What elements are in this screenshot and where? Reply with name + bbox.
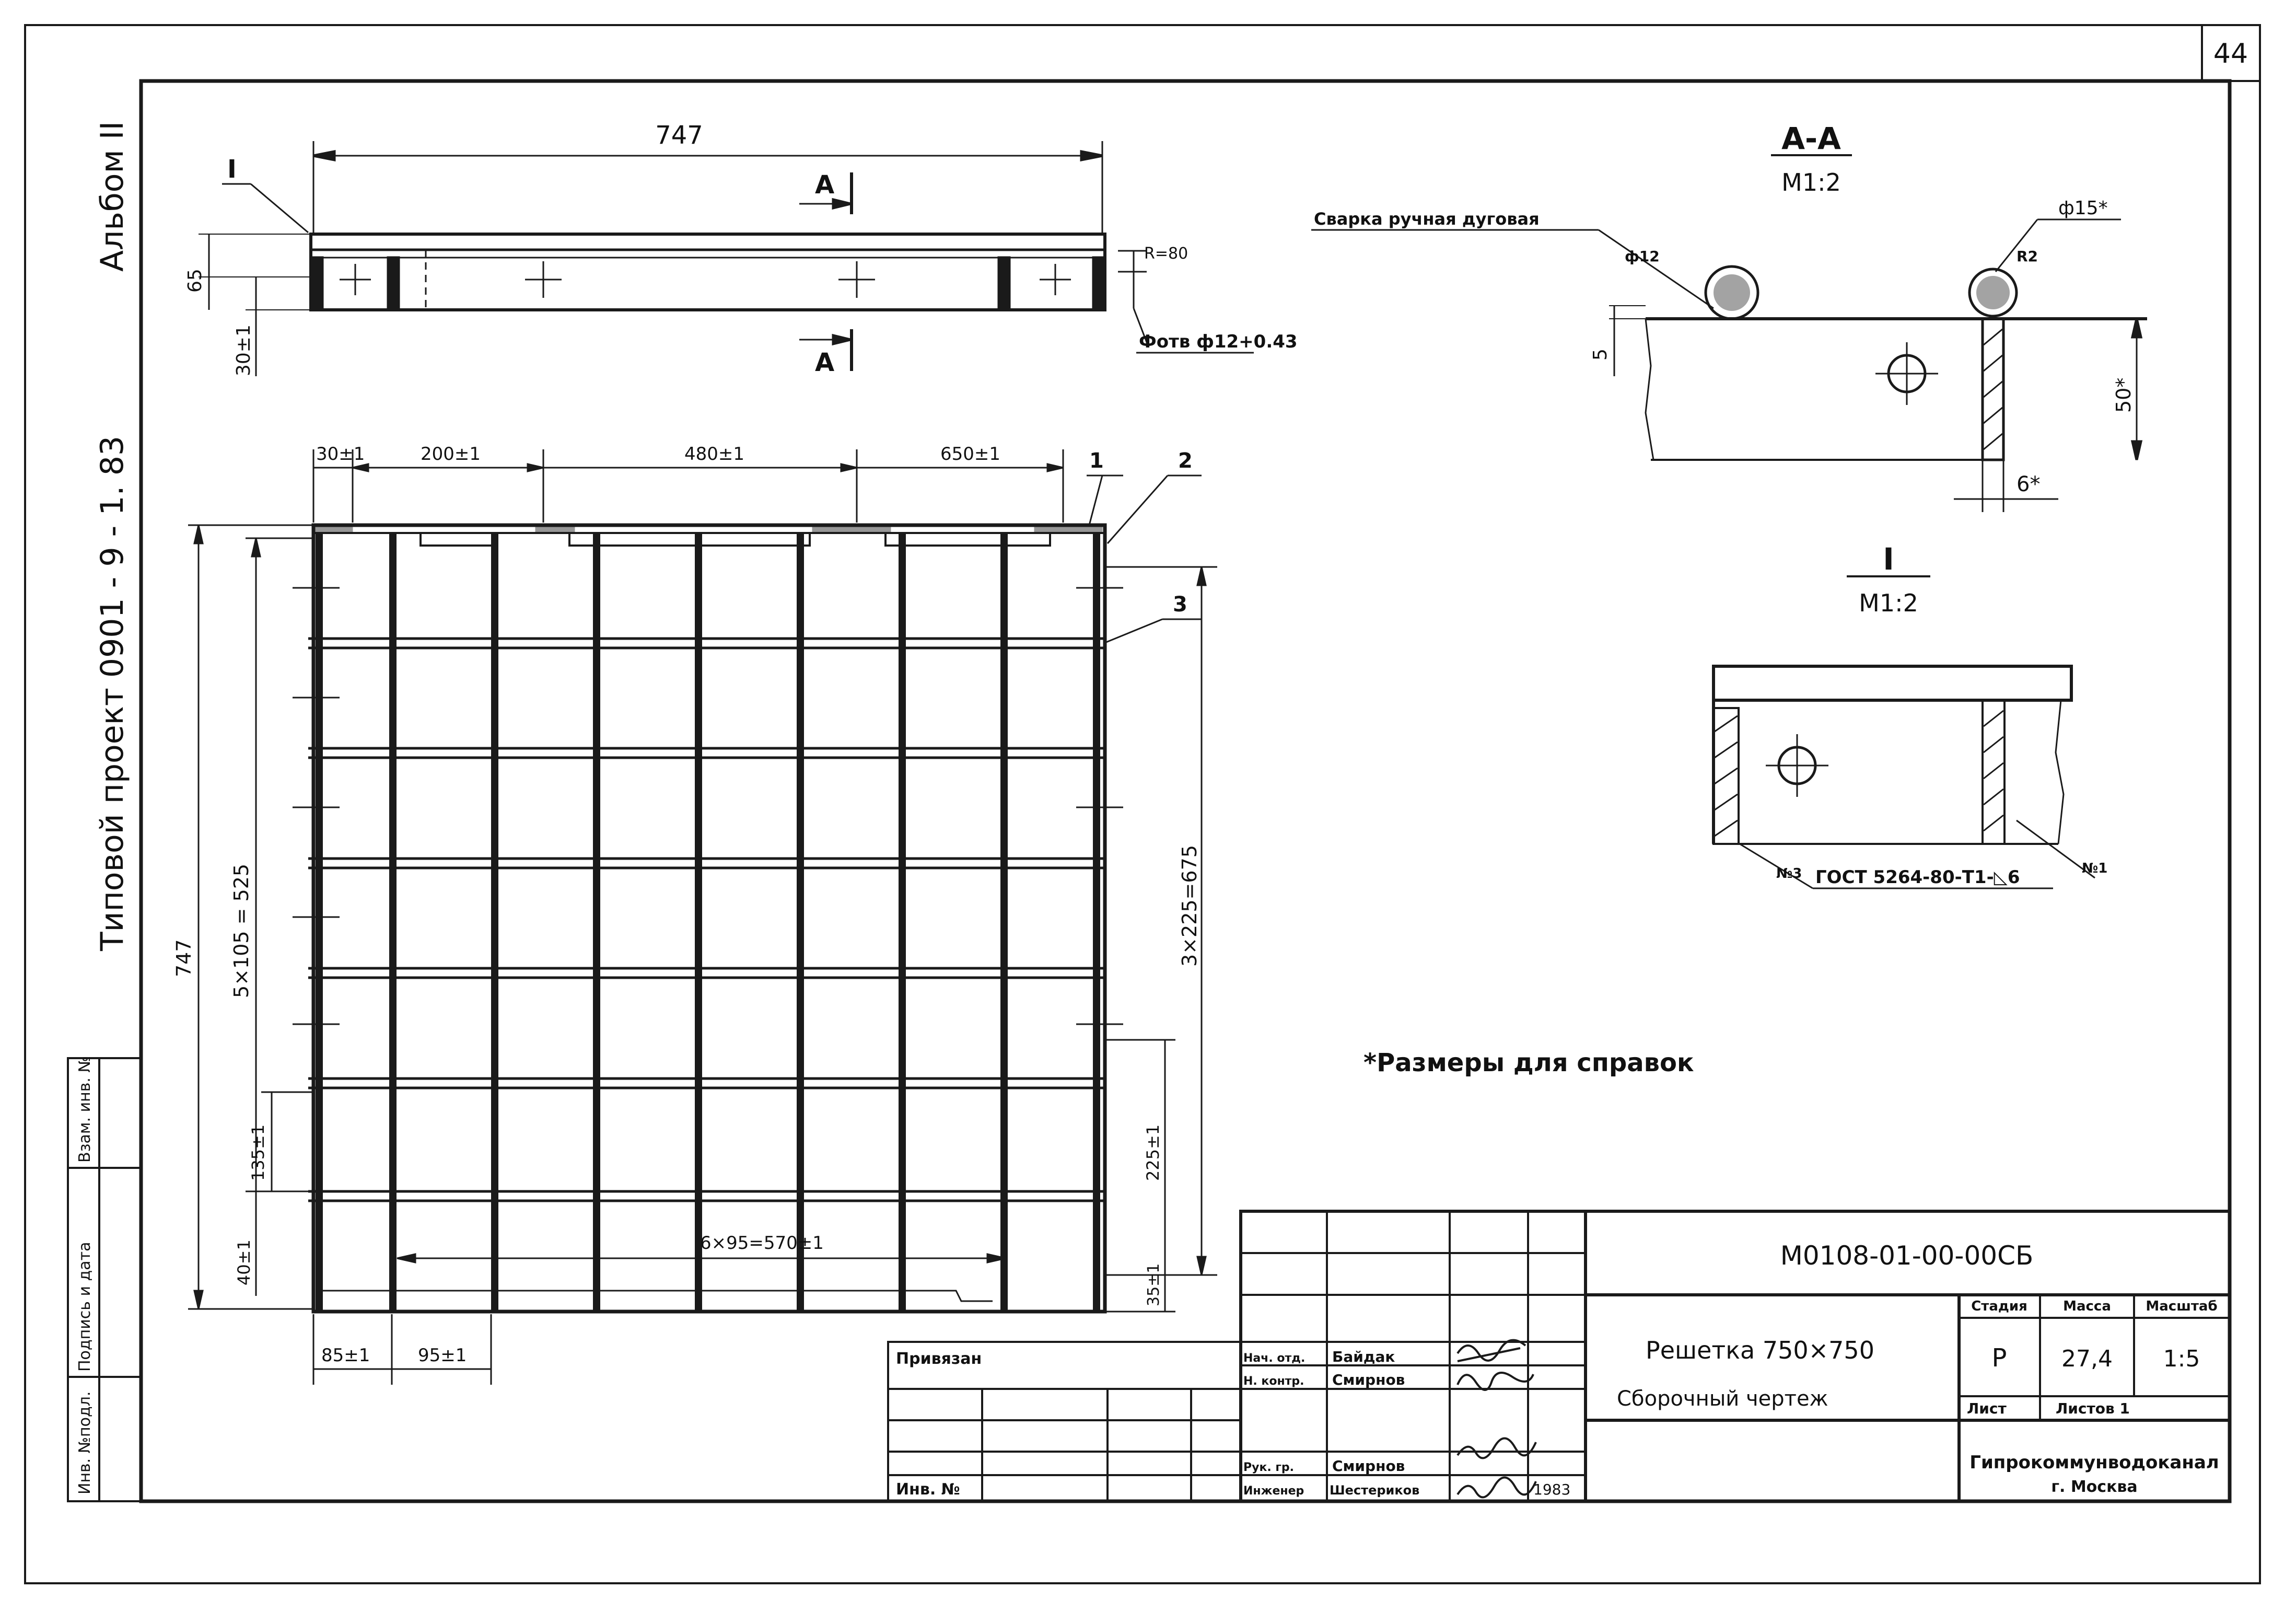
detail-i-title: I	[1883, 541, 1894, 577]
callout-3: 3	[1173, 593, 1187, 617]
dim-plan-225: 225±1	[1143, 1124, 1163, 1181]
title-block	[887, 1210, 2231, 1503]
dim-top-30: 30±1	[316, 444, 365, 465]
detail-i-view	[1712, 575, 2095, 889]
bound-label: Привязан	[896, 1350, 982, 1368]
role-3: Рук. гр.	[1243, 1461, 1294, 1474]
organization-city: г. Москва	[2051, 1478, 2137, 1496]
gost-note: ГОСТ 5264-80-Т1-◺6	[1815, 867, 2020, 888]
reference-note: *Размеры для справок	[1363, 1048, 1694, 1077]
product-name: Решетка 750×750	[1646, 1336, 1874, 1364]
scale-value: 1:5	[2163, 1346, 2200, 1372]
dim-bottom-95: 95±1	[418, 1345, 467, 1366]
page-number-box	[2201, 24, 2261, 82]
section-aa-title: А-А	[1781, 121, 1841, 156]
weld-label: Сварка ручная дуговая	[1314, 209, 1540, 229]
section-aa-view	[1311, 154, 2147, 512]
inner-frame	[139, 79, 2232, 1503]
callout-1: 1	[1089, 449, 1104, 473]
dim-height-65: 65	[184, 269, 206, 293]
name-4: Шестериков	[1330, 1483, 1419, 1498]
top-view	[199, 141, 1254, 376]
dim-bottom-30: 30±1	[233, 324, 254, 376]
year: 1983	[1533, 1481, 1570, 1498]
dim-plan-40: 40±1	[234, 1239, 254, 1285]
dim-bottom-85: 85±1	[321, 1345, 370, 1366]
section-aa-scale: М1:2	[1781, 168, 1841, 196]
stage-value: Р	[1992, 1343, 2007, 1373]
doc-type: Сборочный чертеж	[1617, 1387, 1828, 1411]
dim-plan-35: 35±1	[1145, 1263, 1163, 1306]
strip-label-inv: Инв. №подл.	[76, 1392, 94, 1494]
stage-header: Стадия	[1971, 1299, 2027, 1314]
name-2: Смирнов	[1332, 1371, 1405, 1388]
page-number: 44	[2213, 38, 2248, 69]
inv-label: Инв. №	[896, 1480, 960, 1499]
mass-header: Масса	[2063, 1299, 2111, 1314]
name-3: Смирнов	[1332, 1457, 1405, 1475]
album-caption: Альбом II	[94, 121, 131, 272]
outer-frame	[24, 24, 2261, 1584]
signatures	[1456, 1339, 1537, 1499]
weld-size-right: R2	[2017, 248, 2038, 265]
callout-i: I	[227, 155, 237, 184]
sheet-label: Лист	[1967, 1400, 2007, 1417]
name-1: Байдак	[1332, 1348, 1395, 1365]
scale-header: Масштаб	[2146, 1299, 2217, 1314]
dim-top-200: 200±1	[421, 444, 481, 465]
diameter-label: ф15*	[2058, 198, 2108, 219]
dim-bar-spacing: 6×95=570±1	[700, 1233, 824, 1254]
strip-label-replace: Взам. инв. №	[76, 1056, 94, 1163]
role-1: Нач. отд.	[1243, 1352, 1305, 1365]
mass-value: 27,4	[2061, 1346, 2113, 1372]
dim-plan-135: 135±1	[248, 1124, 268, 1181]
weld-size-left: ф12	[1625, 248, 1660, 265]
dim-top-650: 650±1	[940, 444, 1000, 465]
role-4: Инженер	[1243, 1485, 1304, 1498]
strip-label-sign: Подпись и дата	[76, 1242, 94, 1372]
dim-top-480: 480±1	[684, 444, 744, 465]
section-marker-bottom: А	[815, 348, 834, 377]
role-2: Н. контр.	[1243, 1375, 1304, 1388]
dim-plan-747: 747	[172, 939, 195, 977]
callout-2: 2	[1178, 449, 1193, 473]
organization: Гипрокоммунводоканал	[1969, 1452, 2219, 1473]
dim-height-50: 50*	[2112, 378, 2135, 413]
dim-plan-675: 3×225=675	[1178, 845, 1201, 967]
section-marker-top: А	[815, 170, 834, 200]
left-strip	[67, 1057, 142, 1502]
project-caption: Типовой проект 0901 - 9 - 1. 83	[94, 436, 131, 952]
dim-bottom-6: 6*	[2017, 472, 2040, 496]
dim-overall-length: 747	[655, 121, 703, 150]
doc-number: М0108-01-00-00СБ	[1780, 1241, 2034, 1271]
detail-label-left: №3	[1776, 866, 1802, 882]
dim-thickness-5: 5	[1590, 349, 1611, 361]
detail-i-scale: М1:2	[1859, 589, 1918, 617]
weld-note-r: R=80	[1144, 245, 1188, 263]
sheets-label: Листов 1	[2056, 1400, 2130, 1417]
plan-view	[188, 449, 1217, 1385]
dim-plan-525: 5×105 = 525	[230, 864, 253, 998]
hole-note: Фотв ф12+0.43	[1139, 331, 1298, 352]
detail-label-right: №1	[2082, 861, 2107, 876]
